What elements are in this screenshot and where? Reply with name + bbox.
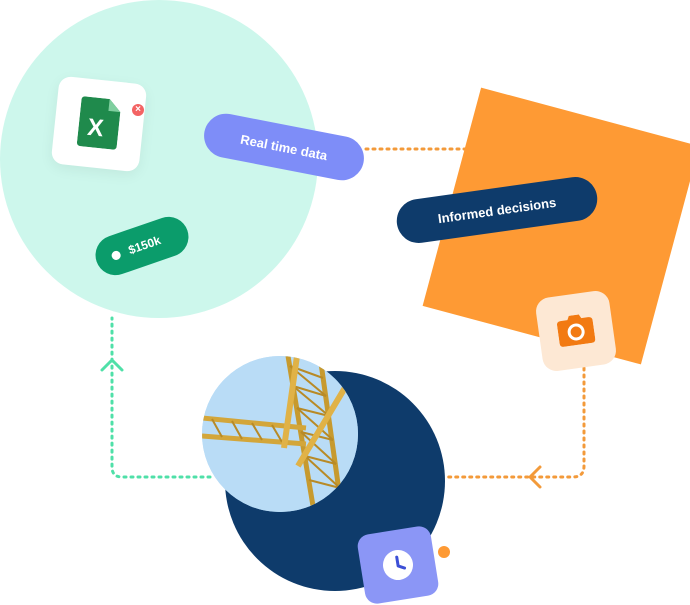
- camera-card: [534, 289, 618, 373]
- arrow-up-icon: [100, 358, 124, 372]
- excel-file-icon: X: [76, 96, 121, 150]
- spreadsheet-card: X: [50, 75, 148, 173]
- price-label: $150k: [126, 233, 163, 258]
- construction-crane-photo: [202, 356, 358, 512]
- clock-card: [355, 524, 441, 605]
- arrow-left-icon: [528, 465, 542, 489]
- svg-text:X: X: [86, 114, 105, 143]
- clock-icon: [382, 550, 413, 580]
- orange-dot: [438, 546, 450, 558]
- close-badge-icon: ×: [132, 104, 144, 116]
- crane-illustration: [202, 356, 358, 512]
- price-dot: [110, 249, 122, 261]
- connector-left: [110, 316, 212, 479]
- camera-icon: [556, 314, 596, 347]
- connector-right: [444, 366, 586, 479]
